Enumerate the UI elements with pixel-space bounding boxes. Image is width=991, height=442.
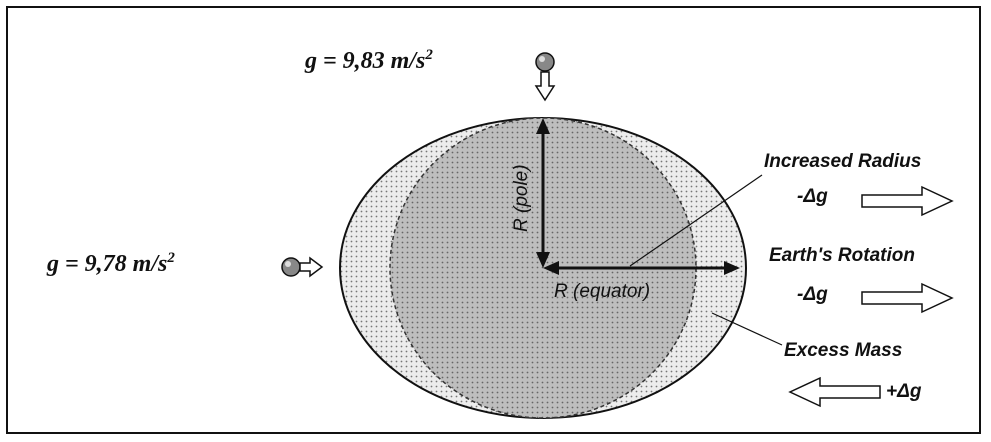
g-pole-label: g = 9,83 m/s2: [305, 48, 433, 75]
pole-mass-icon: [534, 52, 556, 102]
g-pole-value: g = 9,83 m/s: [305, 48, 426, 74]
increased-radius-label: Increased Radius: [764, 151, 922, 172]
excess-mass-arrow-icon: [788, 376, 881, 408]
excess-mass-effect: +Δg: [886, 381, 922, 402]
g-pole-exponent: 2: [425, 47, 433, 63]
increased-radius-leader: [629, 174, 763, 267]
earth-rotation-arrow-icon: [861, 282, 954, 314]
r-pole-label: R (pole): [511, 164, 532, 232]
equator-mass-icon: [281, 256, 324, 278]
equator-radius-arrow: [543, 261, 740, 275]
earth-rotation-effect: -Δg: [797, 284, 828, 305]
increased-radius-arrow-icon: [861, 185, 954, 217]
g-equator-value: g = 9,78 m/s: [47, 251, 168, 277]
excess-mass-label: Excess Mass: [784, 340, 903, 361]
excess-mass-leader: [711, 312, 783, 346]
increased-radius-effect: -Δg: [797, 186, 828, 207]
g-equator-exponent: 2: [167, 250, 175, 266]
pole-radius-arrow: [536, 118, 550, 268]
r-equator-label: R (equator): [554, 281, 651, 302]
g-equator-label: g = 9,78 m/s2: [47, 251, 175, 278]
earth-rotation-label: Earth's Rotation: [769, 245, 915, 266]
